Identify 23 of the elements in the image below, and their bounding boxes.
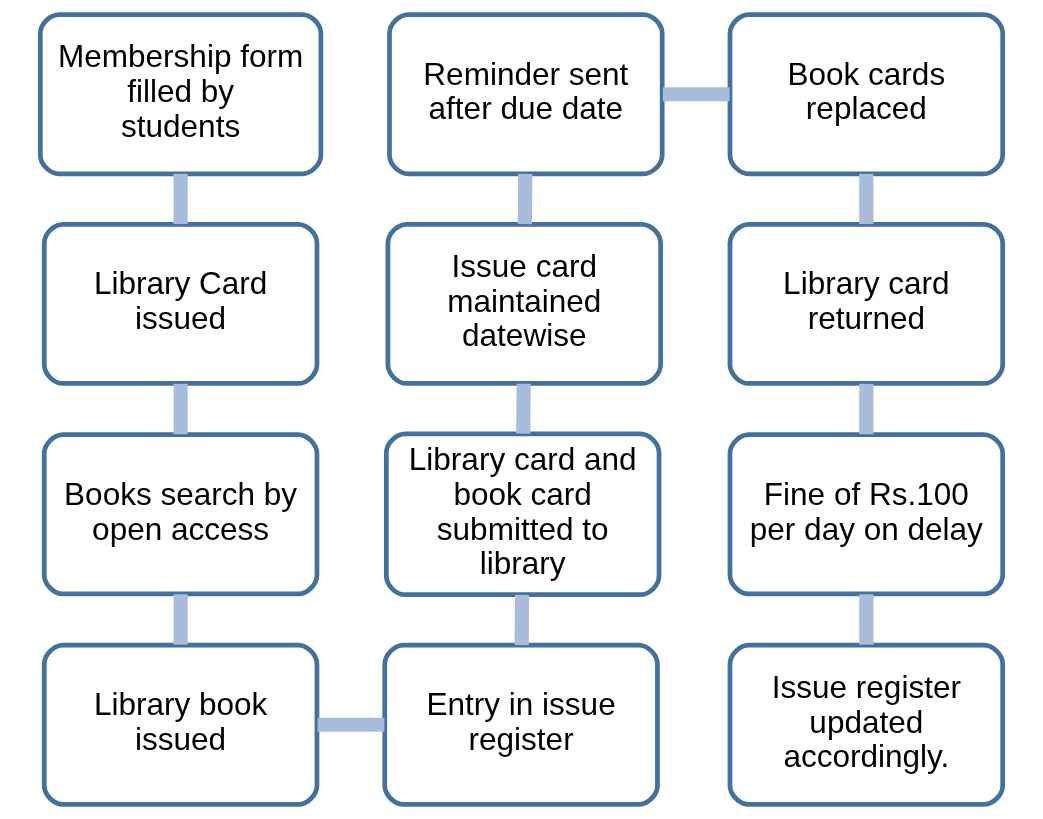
node-box: Library card returned (727, 221, 1006, 386)
node-box: Book cards replaced (727, 12, 1006, 177)
node-box: Issue register updated accordingly. (727, 642, 1006, 807)
connector (662, 87, 730, 102)
node-box: Entry in issue register (382, 642, 660, 807)
connector (173, 594, 188, 645)
connector (514, 594, 530, 646)
connector (859, 594, 874, 645)
connector (859, 173, 874, 225)
connector (173, 383, 188, 435)
connector (173, 173, 188, 225)
connector (516, 383, 531, 434)
node-box: Library book issued (41, 642, 320, 807)
connector (317, 717, 385, 732)
node-box: Books search by open access (41, 432, 320, 597)
node-box: Library card and book card submitted to library (383, 431, 662, 598)
node-box: Library Card issued (41, 221, 320, 386)
node-box: Reminder sent after due date (387, 12, 665, 177)
node-box: Issue card maintained datewise (385, 221, 663, 386)
node-box: Fine of Rs.100 per day on delay (727, 432, 1006, 597)
connector (517, 173, 533, 225)
connector (859, 383, 874, 435)
node-box: Membership form filled by students (37, 12, 324, 177)
